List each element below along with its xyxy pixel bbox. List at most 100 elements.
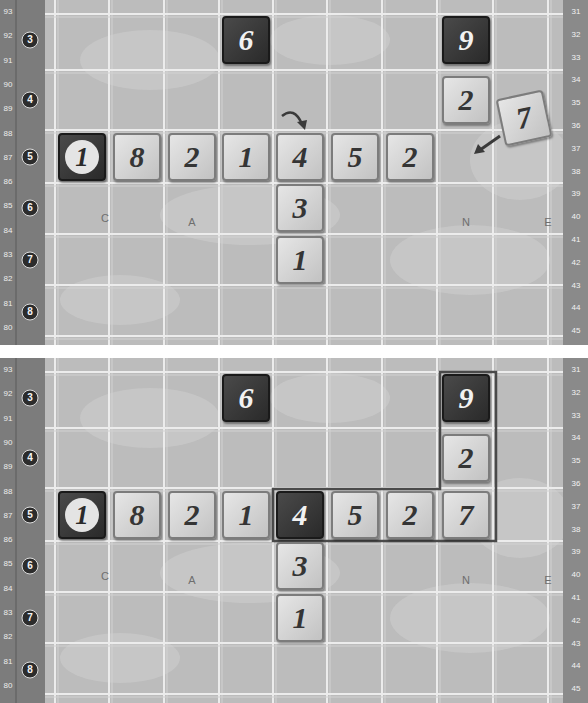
- board-ground: [0, 0, 588, 345]
- tile-number: 3: [293, 193, 308, 223]
- tile-number: 5: [348, 500, 363, 530]
- tile-number: 8: [130, 142, 145, 172]
- track-number: 42: [572, 259, 581, 267]
- track-number: 41: [572, 594, 581, 602]
- row-marker: [22, 507, 38, 523]
- stone-texture: [80, 388, 220, 448]
- track-number: 37: [572, 503, 581, 511]
- track-number: 34: [572, 434, 581, 442]
- grid-line: [45, 693, 563, 695]
- track-number: 89: [4, 105, 13, 113]
- track-number: 32: [572, 389, 581, 397]
- row-marker: [22, 610, 38, 626]
- stone-texture: [80, 30, 220, 90]
- track-number: 35: [572, 99, 581, 107]
- track-number: 40: [572, 571, 581, 579]
- number-tile: 3: [276, 542, 324, 590]
- track-number: 44: [572, 304, 581, 312]
- tile-number: 1: [293, 603, 308, 633]
- row-marker: [22, 200, 38, 216]
- track-number: 35: [572, 457, 581, 465]
- row-marker: [22, 149, 38, 165]
- track-number: 85: [4, 560, 13, 568]
- row-number: 5: [27, 152, 33, 162]
- grid-line: [492, 0, 494, 345]
- track-number: 38: [572, 526, 581, 534]
- grid-line: [218, 358, 220, 703]
- grid-line: [45, 335, 563, 337]
- number-tile: 2: [442, 434, 490, 482]
- row-marker: [22, 252, 38, 268]
- tile-number: 4: [293, 500, 308, 530]
- tile-number: 9: [459, 25, 474, 55]
- track-number: 93: [4, 366, 13, 374]
- score-track: [0, 358, 45, 703]
- number-tile: 5: [331, 133, 379, 181]
- grid-line: [45, 233, 563, 235]
- placement-arrow: [480, 136, 500, 150]
- track-number: 83: [4, 609, 13, 617]
- number-tile: 7: [496, 90, 553, 147]
- tile-number: 2: [459, 443, 474, 473]
- grid-line: [551, 0, 552, 345]
- row-number: 3: [27, 35, 33, 45]
- grid-line: [45, 73, 563, 74]
- track-divider: [16, 0, 17, 345]
- number-tile: 8: [113, 133, 161, 181]
- track-number: 86: [4, 536, 13, 544]
- tile-number: 1: [65, 140, 99, 174]
- tile-number: 2: [185, 142, 200, 172]
- number-tile: 5: [331, 491, 379, 539]
- track-number: 36: [572, 480, 581, 488]
- row-number: 8: [27, 307, 33, 317]
- row-number: 6: [27, 203, 33, 213]
- board-letter: E: [544, 217, 551, 228]
- grid-line: [326, 358, 328, 703]
- tile-number: 9: [459, 383, 474, 413]
- board-letter: C: [101, 571, 109, 582]
- number-tile: 1: [222, 491, 270, 539]
- row-number: 4: [27, 453, 33, 463]
- row-number: 6: [27, 561, 33, 571]
- grid-line: [45, 642, 563, 644]
- track-number: 92: [4, 390, 13, 398]
- number-tile: 9: [442, 16, 490, 64]
- track-number: 33: [572, 412, 581, 420]
- grid-line: [496, 0, 497, 345]
- row-number: 8: [27, 665, 33, 675]
- track-number: 45: [572, 327, 581, 335]
- grid-line: [272, 0, 274, 345]
- track-number: 89: [4, 463, 13, 471]
- grid-line: [436, 0, 438, 345]
- tile-number: 2: [403, 142, 418, 172]
- number-tile: 6: [222, 16, 270, 64]
- grid-line: [108, 358, 110, 703]
- track-number: 85: [4, 202, 13, 210]
- track-divider: [16, 358, 17, 703]
- row-marker: [22, 662, 38, 678]
- track-number: 40: [572, 213, 581, 221]
- number-tile: 9: [442, 374, 490, 422]
- number-tile: 6: [222, 374, 270, 422]
- track-number: 36: [572, 122, 581, 130]
- tile-number: 6: [239, 25, 254, 55]
- arrow-head: [297, 120, 307, 130]
- grid-line: [45, 646, 563, 647]
- grid-line: [45, 427, 563, 429]
- board-letter: E: [544, 575, 551, 586]
- number-tile: 1: [58, 491, 106, 539]
- number-tile: 7: [442, 491, 490, 539]
- track-number: 93: [4, 8, 13, 16]
- track-number: 38: [572, 168, 581, 176]
- track-number: 90: [4, 439, 13, 447]
- track-number: 39: [572, 548, 581, 556]
- number-tile: 1: [58, 133, 106, 181]
- track-number: 80: [4, 682, 13, 690]
- track-number: 84: [4, 585, 13, 593]
- track-number: 39: [572, 190, 581, 198]
- scoring-frame: [273, 372, 496, 541]
- tile-number: 2: [403, 500, 418, 530]
- tile-number: 7: [514, 102, 535, 134]
- grid-line: [381, 358, 383, 703]
- row-marker: [22, 304, 38, 320]
